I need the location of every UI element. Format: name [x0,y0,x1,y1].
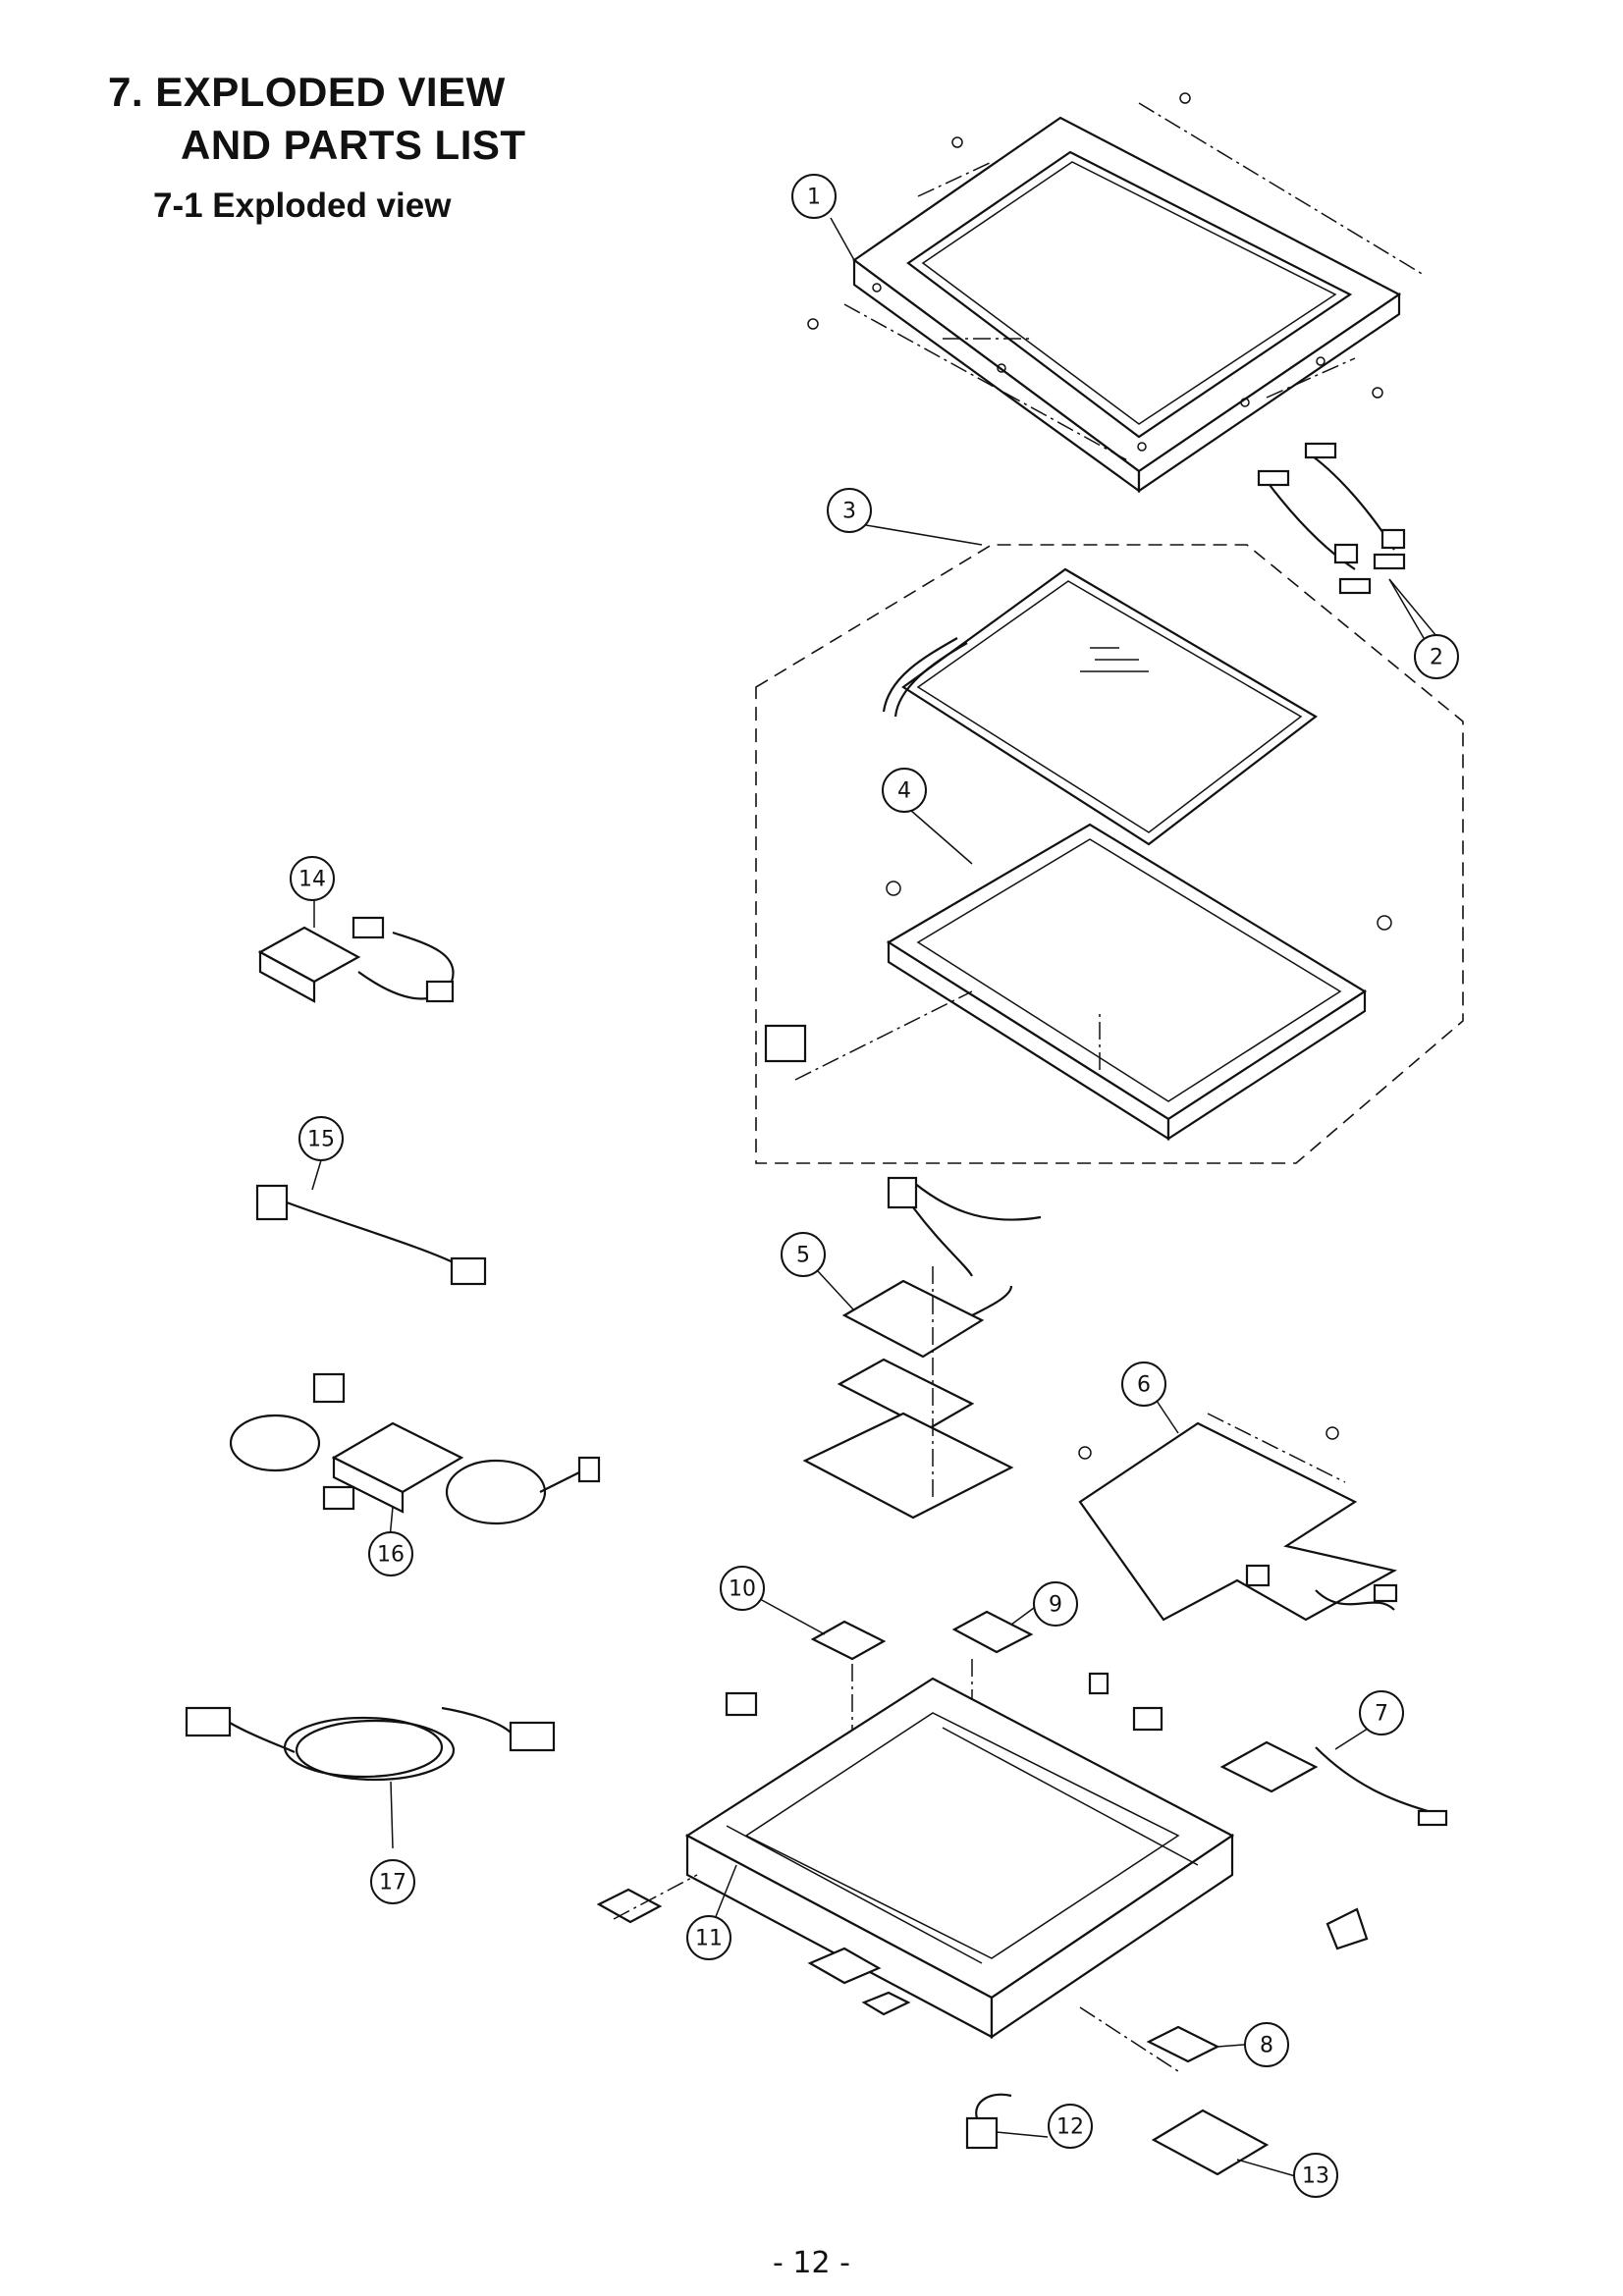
callout-11: 11 [686,1915,731,1960]
svg-text:11: 11 [695,1927,723,1951]
svg-text:9: 9 [1049,1593,1062,1618]
callout-17: 17 [370,1859,415,1904]
part-lcd-assembly [755,544,1464,1164]
section-title-continued: AND PARTS LIST [181,122,526,168]
svg-text:6: 6 [1137,1373,1151,1398]
callout-15: 15 [298,1116,344,1161]
svg-text:3: 3 [842,500,856,524]
callout-6: 6 [1121,1362,1166,1407]
svg-text:5: 5 [796,1244,810,1268]
callout-10: 10 [720,1566,765,1611]
svg-text:14: 14 [298,868,326,892]
part-ac-adapter [229,1372,601,1525]
part-cables [1257,442,1425,639]
svg-text:2: 2 [1430,646,1443,670]
part-inverter-board [802,1176,1042,1520]
svg-text:4: 4 [897,779,911,804]
svg-text:13: 13 [1302,2164,1329,2189]
callout-5: 5 [781,1232,826,1277]
svg-text:17: 17 [379,1871,406,1896]
callout-4: 4 [882,768,927,813]
callout-1: 1 [791,174,837,219]
svg-text:10: 10 [729,1577,756,1602]
part-vga-cable [185,1706,556,1782]
callout-3: 3 [827,488,872,533]
callout-12: 12 [1048,2104,1093,2149]
callout-2: 2 [1414,634,1459,679]
svg-text:1: 1 [807,186,821,210]
callout-9: 9 [1033,1581,1078,1627]
callout-14: 14 [290,856,335,901]
part-front-bezel [807,92,1425,494]
callout-8: 8 [1244,2022,1289,2067]
callout-7: 7 [1359,1690,1404,1735]
part-usb-adapter [257,916,455,1003]
part-connectors [807,1947,1270,2176]
part-serial-cable [255,1184,487,1286]
callout-13: 13 [1293,2153,1338,2198]
callout-16: 16 [368,1531,413,1576]
svg-text:15: 15 [307,1128,335,1152]
part-main-board [1078,1413,1398,1622]
svg-text:16: 16 [377,1543,405,1568]
section-title: 7. EXPLODED VIEW [108,69,506,115]
svg-text:8: 8 [1260,2034,1273,2058]
part-chassis [596,1672,1369,2072]
svg-text:12: 12 [1056,2115,1084,2140]
page-number: - 12 - [773,2246,850,2280]
svg-text:7: 7 [1375,1702,1388,1727]
subsection-title: 7-1 Exploded view [153,187,452,225]
